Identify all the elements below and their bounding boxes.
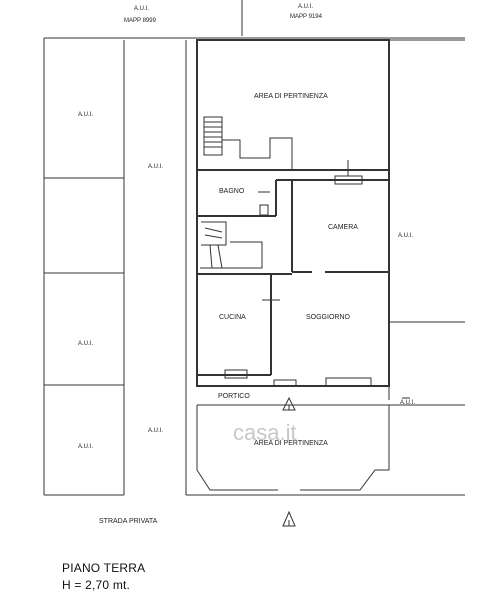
wc-fixture (259, 204, 269, 216)
watermark: casa.it (233, 420, 297, 445)
cucina-window (224, 369, 248, 379)
neighbor-right-1: A.U.I. (398, 233, 413, 239)
plan-height: H = 2,70 mt. (62, 578, 131, 592)
room-cucina: CUCINA (219, 314, 246, 321)
neighbor-top-left-mapp: MAPP 8999 (124, 18, 157, 24)
room-area-bottom: AREA DI PERTINENZA (254, 440, 328, 447)
neighbor-top-right-label: A.U.I. (298, 4, 313, 10)
room-camera: CAMERA (328, 224, 358, 231)
neighbor-top-left-label: A.U.I. (134, 6, 149, 12)
area-bottom-boundary (196, 405, 390, 491)
neighbor-left-3: A.U.I. (78, 444, 93, 450)
street-label: STRADA PRIVATA (99, 518, 158, 525)
room-soggiorno: SOGGIORNO (306, 314, 351, 321)
neighbor-left-2: A.U.I. (78, 341, 93, 347)
room-area-top: AREA DI PERTINENZA (254, 93, 328, 100)
neighbor-left-1: A.U.I. (78, 112, 93, 118)
staircase (200, 116, 293, 269)
neighbor-right-2: A.U.I. (400, 400, 415, 406)
room-bagno: BAGNO (219, 188, 245, 195)
room-portico: PORTICO (218, 393, 250, 400)
soggiorno-window (325, 377, 372, 387)
plan-title: PIANO TERRA (62, 561, 146, 575)
portico-window (273, 379, 297, 387)
neighbor-top-right-mapp: MAPP 9194 (290, 14, 323, 20)
neighbor-corridor-lower: A.U.I. (148, 428, 163, 434)
street-entry-arrow (282, 510, 296, 527)
neighbor-corridor-upper: A.U.I. (148, 164, 163, 170)
portico-entry-arrow (282, 396, 296, 411)
